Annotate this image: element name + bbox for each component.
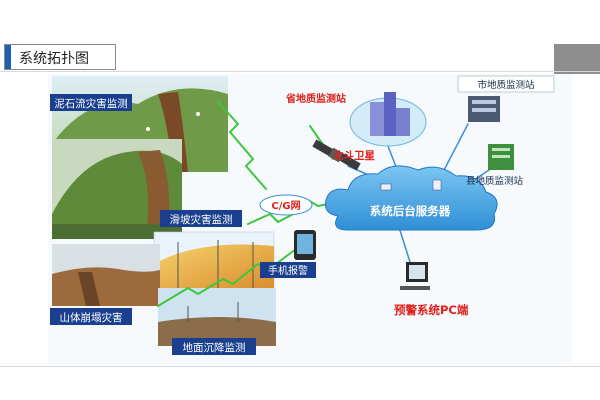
subsidence-label: 地面沉降监测 [183,341,246,354]
county-station-label: 县地质监测站 [466,175,524,187]
province-station-node: 省地质监测站 [285,92,427,147]
server-box-icon [432,179,442,191]
slope-section-panel [153,231,275,293]
county-station-node: 县地质监测站 [466,144,524,187]
building-window [492,148,510,151]
header-divider [0,71,600,72]
debris-flow-label: 泥石流灾害监测 [54,97,128,110]
topology-svg: 系统后台服务器 北斗卫星 C/G网 省地质监测站 [50,75,555,355]
sensor-dot [146,127,150,131]
collapse-panel [52,244,160,306]
mobile-alarm-label-box [260,262,316,278]
collapse-crack [78,272,100,306]
server-label: 系统后台服务器 [370,204,451,218]
collapse-label-group: 山体崩塌灾害 [50,308,132,325]
cgsm-label: C/G网 [271,200,300,212]
satellite-node: 北斗卫星 [312,139,375,171]
section-title-box: 系统拓扑图 [4,44,116,70]
cgsm-bubble [259,194,313,216]
warning-pc-node: 预警系统PC端 [394,262,469,317]
building-window [492,155,510,158]
landslide-label-box [160,210,242,227]
server-cloud: 系统后台服务器 [325,165,498,231]
building [384,92,396,136]
building-window [472,108,496,112]
landslide-label-group: 滑坡灾害监测 [160,210,242,227]
debris-flow-label-box [50,94,132,111]
collapse-label: 山体崩塌灾害 [60,311,123,324]
slope-layer [154,244,274,292]
topology-diagram: 系统后台服务器 北斗卫星 C/G网 省地质监测站 [48,74,572,364]
satellite-label: 北斗卫星 [333,149,375,162]
debris-flow-label-group: 泥石流灾害监测 [50,94,132,111]
landslide-label: 滑坡灾害监测 [170,213,233,226]
section-title: 系统拓扑图 [19,51,89,67]
province-station-label: 省地质监测站 [285,92,346,105]
subsidence-label-box [172,338,256,355]
phone-screen [297,234,313,254]
title-accent-bar [5,45,11,69]
satellite-panel-right [339,153,361,171]
city-station-label: 市地质监测站 [477,79,535,91]
warning-pc-label: 预警系统PC端 [394,303,469,317]
satellite-panel-left [312,139,334,157]
subsidence-label-group: 地面沉降监测 [172,338,256,355]
pc-screen [409,265,425,279]
footer-divider [0,366,600,367]
city-station-node: 市地质监测站 [457,75,555,122]
building-window [472,100,496,104]
sensor-dot [196,112,200,116]
mobile-alarm-label: 手机报警 [268,264,308,277]
landslide-panel [52,139,182,239]
corner-tab [554,44,600,74]
building [370,102,384,136]
link-debris-to-satellite [217,101,267,190]
collapse-label-box [50,308,132,325]
pc-keyboard [400,286,430,290]
subsidence-panel [158,288,276,346]
collapse-cliff [52,267,160,306]
cloud-shape [325,165,498,231]
link-city-to-server [442,123,469,173]
cgsm-node: C/G网 [259,194,313,216]
mobile-alarm-node: 手机报警 [260,230,316,278]
city-station-label-box [457,75,555,93]
landslide-ground [52,224,182,239]
satellite-body [328,147,344,163]
link-landslide-to-cgsm [247,208,304,225]
building [396,108,410,136]
server-box-icon [380,183,392,191]
